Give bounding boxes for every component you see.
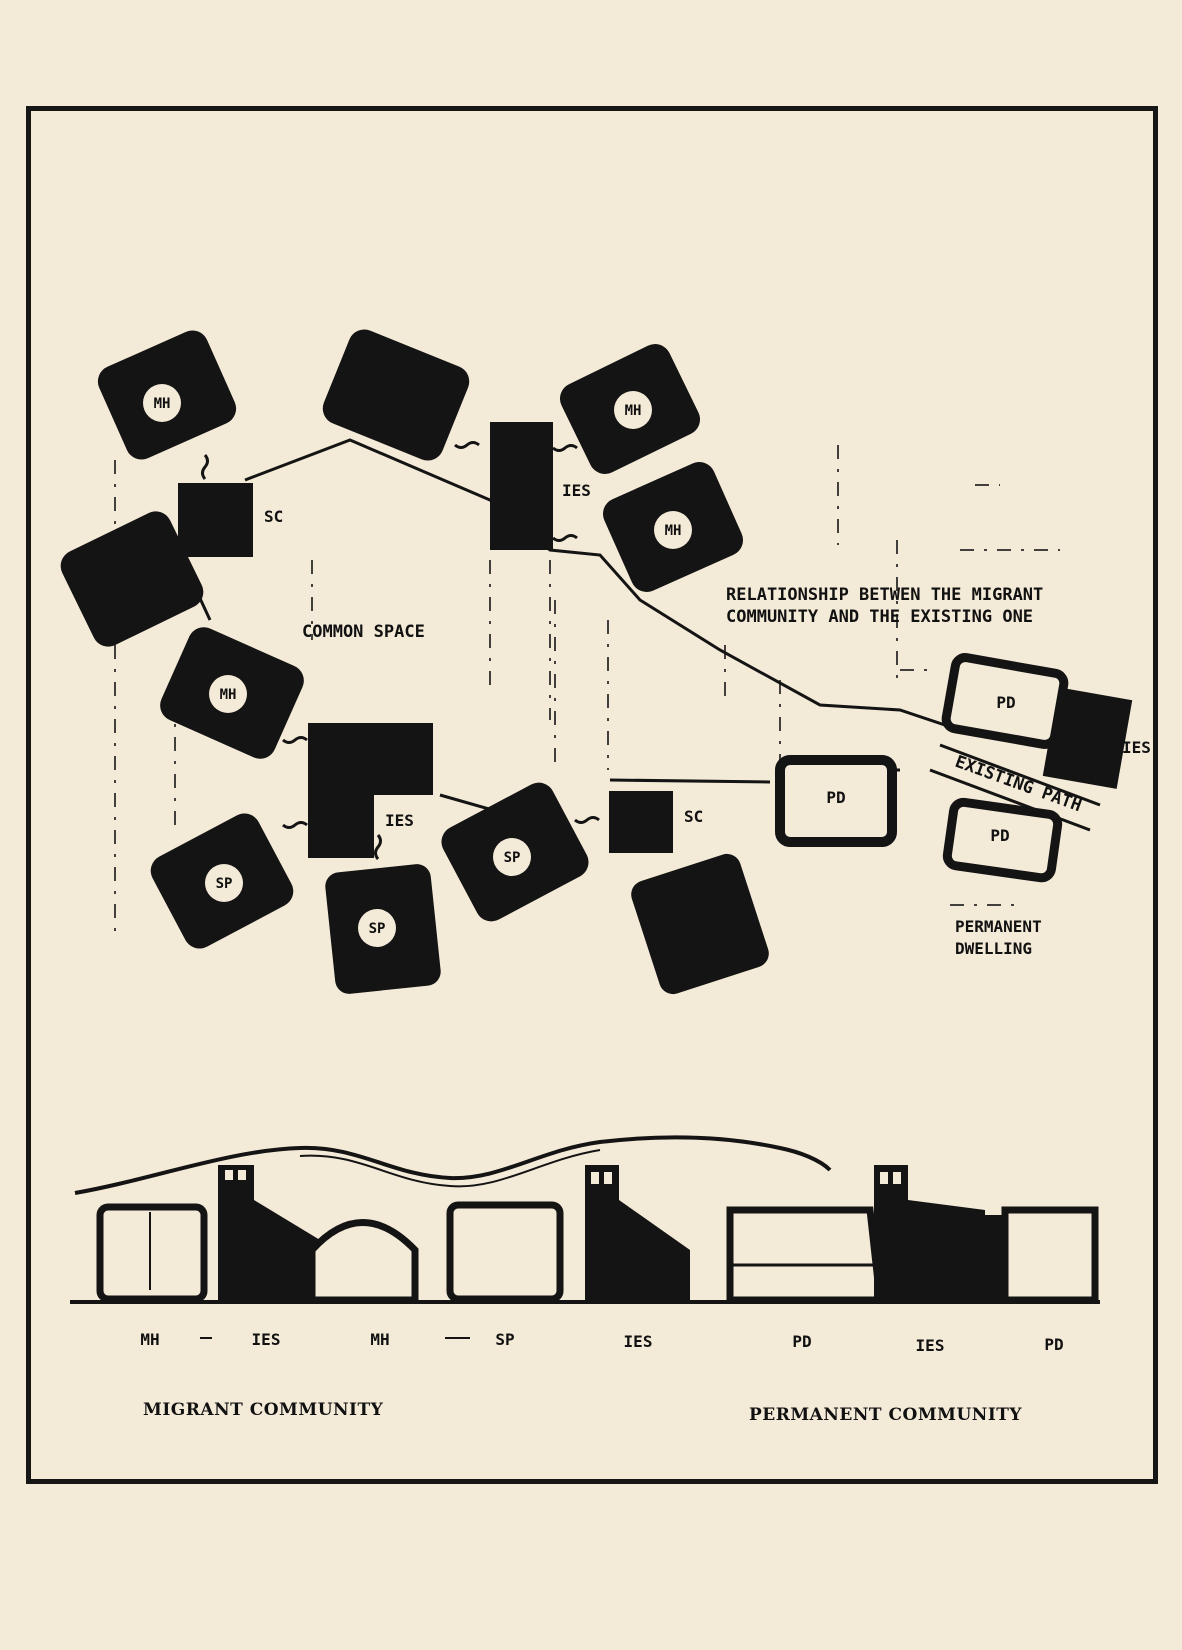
unit-label-sp3: SP [504,850,521,866]
unit-label-mh4: MH [220,687,237,703]
migrant-units [60,329,769,995]
elev-label-6: PD [792,1332,811,1351]
label-ies3: IES [1122,738,1151,757]
label-ies2: IES [385,811,414,830]
label-ies1: IES [562,481,591,500]
elev-label-7: IES [916,1336,945,1355]
elevation-labels: MH IES MH SP IES PD IES PD [140,1330,1063,1355]
permanent-community-caption: PERMANENT COMMUNITY [749,1405,1022,1425]
label-pd1: PD [826,788,845,807]
common-space-label: COMMON SPACE [302,622,425,642]
drawing-frame [26,106,1158,1484]
label-sc1: SC [264,507,283,526]
relationship-title-line2: COMMUNITY AND THE EXISTING ONE [726,607,1033,627]
elev-label-5: IES [624,1332,653,1351]
label-pd2: PD [996,693,1015,712]
label-pd3: PD [990,826,1009,845]
unit-label-sp2: SP [369,921,386,937]
elev-label-3: MH [370,1330,389,1349]
label-sc2: SC [684,807,703,826]
migrant-community-caption: MIGRANT COMMUNITY [143,1400,384,1420]
wavy-links [166,441,652,860]
elev-label-4: SP [495,1330,514,1349]
elev-label-1: MH [140,1330,159,1349]
elev-label-2: IES [252,1330,281,1349]
unit-label-mh2: MH [625,403,642,419]
unit-label-sp1: SP [216,876,233,892]
elev-label-8: PD [1044,1335,1063,1354]
elevation-drawing [70,1135,1100,1304]
service-blocks [178,422,1133,858]
permanent-dwelling-line1: PERMANENT [955,917,1042,936]
unit-label-mh1: MH [154,396,171,412]
permanent-dwellings [775,653,1069,883]
permanent-dwelling-line2: DWELLING [955,939,1032,958]
relationship-title-line1: RELATIONSHIP BETWEN THE MIGRANT [726,585,1043,605]
unit-label-mh3: MH [665,523,682,539]
unit-circles [143,384,692,947]
